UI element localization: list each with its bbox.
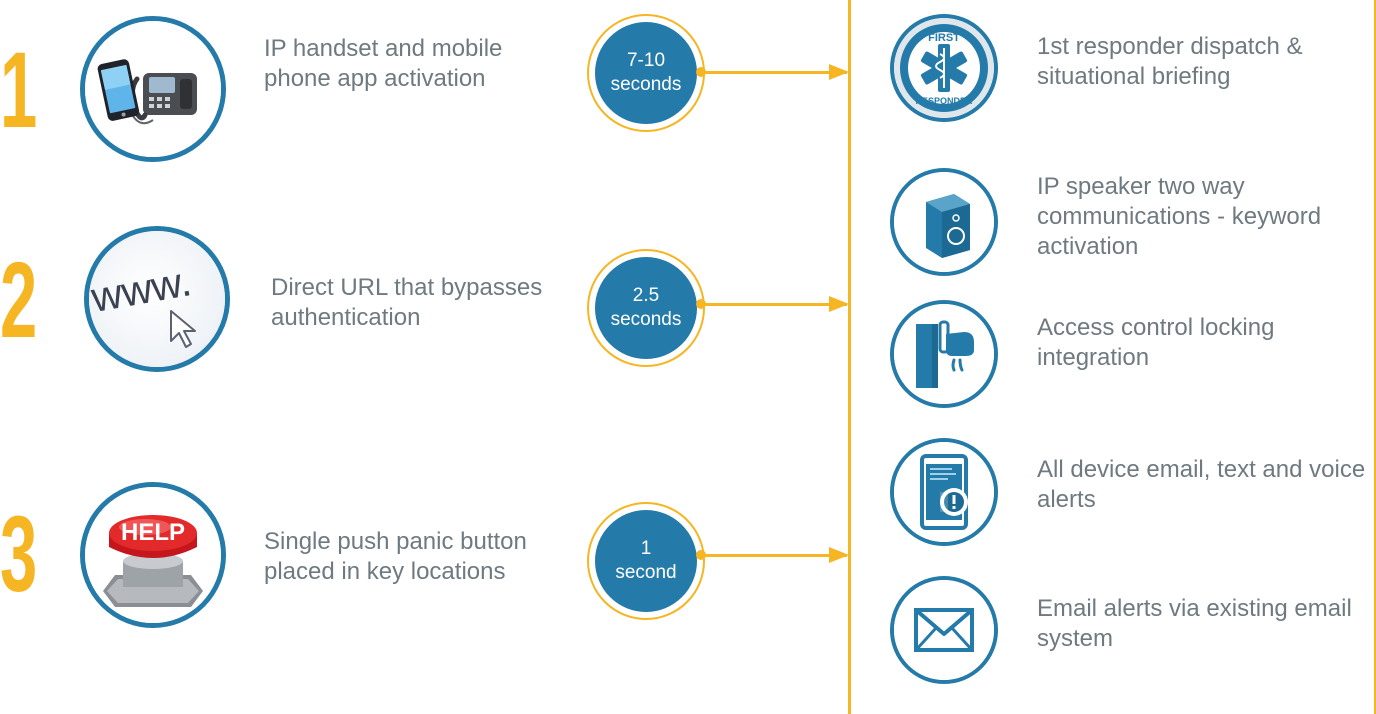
- outcome-1-text: 1st responder dispatch & situational bri…: [1037, 33, 1303, 90]
- step-number-2: 2: [0, 239, 37, 360]
- step-2-timing-badge: 2.5 seconds: [587, 249, 705, 367]
- outcome-3-text: Access control locking integration: [1037, 314, 1275, 371]
- outcome-4-text: All device email, text and voice alerts: [1037, 456, 1366, 513]
- step-2-description: Direct URL that bypasses authentication: [271, 274, 543, 331]
- badge-bottom-text: RESPONDER: [915, 96, 973, 106]
- step-3-arrow: [696, 547, 849, 563]
- help-text: HELP: [121, 519, 185, 546]
- first-responder-badge-icon: FIRST RESPONDER: [890, 14, 998, 122]
- access-control-lock-icon: [890, 300, 998, 408]
- badge-top-text: FIRST: [928, 32, 960, 44]
- arrow-start-dot: [696, 299, 706, 309]
- step-3-timing-badge: 1 second: [587, 502, 705, 620]
- outcome-2-text: IP speaker two way communications - keyw…: [1037, 173, 1322, 260]
- arrow-start-dot: [696, 550, 706, 560]
- arrow-head: [829, 547, 849, 563]
- step-1-timing-unit: seconds: [610, 74, 682, 95]
- step-3-timing-unit: second: [615, 562, 677, 583]
- step-number-3: 3: [0, 493, 37, 614]
- arrow-head: [829, 296, 849, 312]
- arrow-start-dot: [696, 67, 706, 77]
- phone-and-handset-icon: [80, 16, 226, 162]
- step-1-description: IP handset and mobile phone app activati…: [264, 35, 503, 92]
- ip-speaker-icon: [890, 168, 998, 276]
- step-3-description: Single push panic button placed in key l…: [264, 528, 527, 585]
- step-2-timing-value: 2.5: [632, 285, 660, 306]
- step-2-arrow: [696, 296, 849, 312]
- email-envelope-icon: [890, 576, 998, 684]
- step-number-1: 1: [0, 29, 37, 150]
- step-3-timing-value: 1: [640, 538, 652, 559]
- step-1-timing-badge: 7-10 seconds: [587, 14, 705, 132]
- help-panic-button-icon: HELP: [80, 482, 226, 628]
- outcomes-panel: [848, 0, 1376, 714]
- step-1-arrow: [696, 64, 849, 80]
- step-1-timing-value: 7-10: [626, 50, 666, 71]
- arrow-head: [829, 64, 849, 80]
- step-2-timing-unit: seconds: [610, 309, 682, 330]
- device-alert-icon: [890, 438, 998, 546]
- outcome-5-text: Email alerts via existing email system: [1037, 595, 1352, 652]
- www-url-cursor-icon: www.: [84, 226, 230, 372]
